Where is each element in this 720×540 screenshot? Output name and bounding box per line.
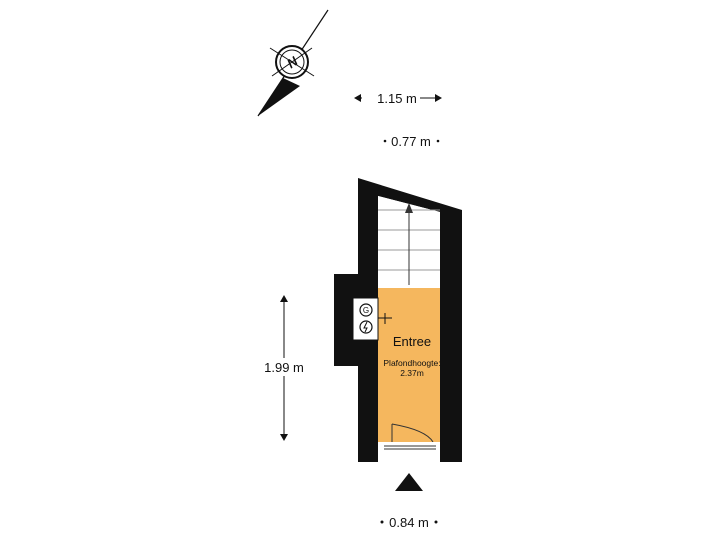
meter-cabinet: G — [352, 297, 392, 341]
compass-north-icon: N — [257, 9, 329, 117]
dimension-top-width: 1.15 m — [354, 91, 442, 106]
ceiling-label: Plafondhoogte: — [383, 358, 440, 368]
room-name: Entree — [393, 334, 431, 349]
staircase — [378, 196, 440, 288]
dimension-height-label: 1.99 m — [264, 360, 304, 375]
entrance-door — [384, 423, 436, 462]
room-entree-area — [378, 288, 440, 442]
dimension-bottom-label: 0.84 m — [389, 515, 429, 530]
dimension-mid-label: 0.77 m — [391, 134, 431, 149]
meter-icon — [359, 303, 373, 317]
electric-meter-icon — [359, 320, 373, 334]
ceiling-value: 2.37m — [400, 368, 424, 378]
dimension-bottom-width: 0.84 m — [380, 515, 438, 530]
stair-direction-arrow-icon — [405, 203, 413, 213]
dimension-top-label: 1.15 m — [377, 91, 417, 106]
svg-text:G: G — [363, 306, 369, 315]
entrance-arrow-icon — [395, 473, 423, 491]
dimension-mid-width: 0.77 m — [383, 134, 440, 149]
dimension-height: 1.99 m — [260, 295, 310, 441]
